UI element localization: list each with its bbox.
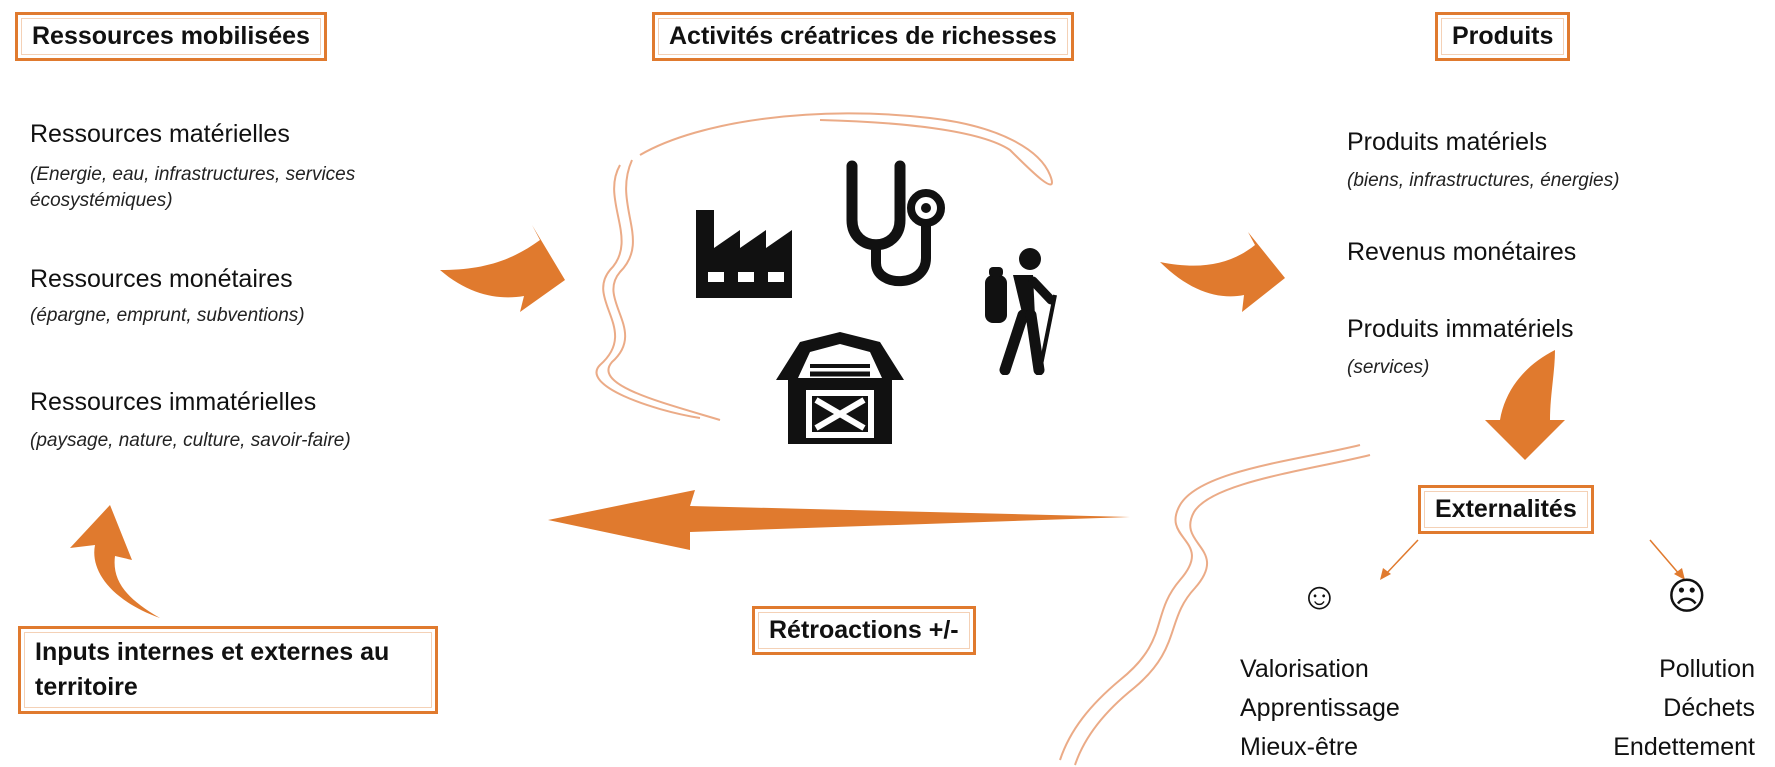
arrow-ext-negative [1649, 539, 1681, 576]
factory-icon [696, 210, 792, 298]
resource-material-detail: (Energie, eau, infrastructures, services… [30, 164, 356, 211]
product-material-detail: (biens, infrastructures, énergies) [1347, 170, 1620, 191]
arrow-ext-positive [1384, 539, 1419, 576]
resource-material-title: Ressources matérielles [30, 120, 290, 148]
list-item: Apprentissage [1240, 693, 1400, 722]
arrow-feedback [548, 490, 1130, 550]
arrow-activities-to-products [1160, 232, 1285, 312]
product-immaterial-detail: (services) [1347, 357, 1430, 378]
arrow-inputs-to-resources [70, 505, 160, 618]
resource-immaterial-title: Ressources immatérielles [30, 388, 317, 416]
arrow-resources-to-activities [440, 225, 565, 312]
externalities-header: Externalités [1418, 485, 1594, 535]
stethoscope-icon [846, 160, 945, 287]
product-material-title: Produits matériels [1347, 128, 1548, 156]
hiker-icon [985, 248, 1057, 375]
resource-monetary-title: Ressources monétaires [30, 265, 293, 293]
product-immaterial-title: Produits immatériels [1347, 315, 1574, 343]
list-item: Endettement [1613, 732, 1755, 761]
frowny-face-icon: ☹ [1667, 576, 1707, 618]
resources-header: Ressources mobilisées [15, 12, 327, 62]
smiley-face-icon: ☺ [1300, 576, 1339, 618]
list-item: Valorisation [1240, 655, 1369, 683]
list-item: Déchets [1663, 693, 1755, 722]
list-item: Mieux-être [1240, 732, 1359, 761]
activities-header: Activités créatrices de richesses [652, 12, 1074, 62]
products-header: Produits [1435, 12, 1571, 62]
inputs-box: Inputs internes et externes au territoir… [18, 626, 438, 714]
positive-externalities-list: Valorisation Apprentissage Mieux-être [1240, 650, 1400, 766]
resource-immaterial-detail: (paysage, nature, culture, savoir-faire) [30, 430, 351, 451]
feedback-label: Rétroactions +/- [752, 606, 976, 656]
barn-icon [776, 332, 904, 444]
activities-scribble [595, 112, 1053, 421]
negative-externalities-list: Pollution Déchets Endettement [1613, 650, 1755, 766]
resource-monetary-detail: (épargne, emprunt, subventions) [30, 305, 305, 326]
list-item: Pollution [1659, 655, 1755, 683]
externalities-scribble [1059, 444, 1371, 766]
arrow-products-to-externalities [1485, 350, 1565, 460]
product-revenue-title: Revenus monétaires [1347, 238, 1577, 266]
